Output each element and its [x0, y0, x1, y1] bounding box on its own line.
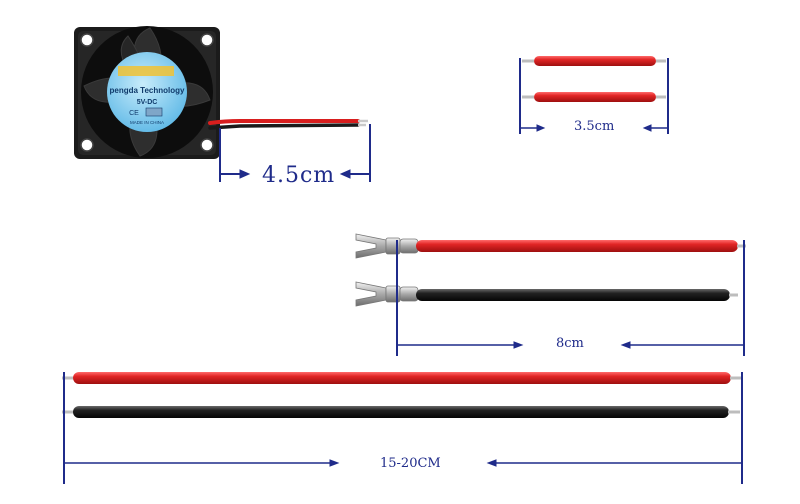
- long-wire-black: [62, 406, 740, 418]
- short-wire-length-label: 3.5cm: [574, 119, 615, 134]
- terminal-wire-length-label: 8cm: [556, 336, 584, 351]
- spade-terminal-icon: [355, 233, 387, 259]
- mount-hole-icon: [200, 138, 214, 152]
- mount-hole-icon: [200, 33, 214, 47]
- mount-hole-icon: [80, 33, 94, 47]
- fan-lead-wires: [208, 119, 368, 130]
- long-wire-length-label: 15-20CM: [380, 456, 441, 471]
- short-wire-pair: [522, 56, 666, 102]
- short-wire-dimension: [519, 58, 669, 134]
- fan-lead-length-label: 4.5cm: [262, 163, 336, 188]
- long-wire-red: [62, 372, 742, 384]
- cooling-fan: pengda Technology 5V-DC CE MADE IN CHINA: [74, 26, 220, 159]
- sticker-origin: MADE IN CHINA: [130, 120, 164, 125]
- spade-terminal-icon: [355, 281, 387, 307]
- sticker-brand: pengda Technology: [110, 86, 186, 95]
- sticker-voltage: 5V-DC: [137, 99, 158, 106]
- terminal-wire-dimension: [396, 240, 745, 356]
- long-wire-dimension: [63, 372, 743, 484]
- terminal-wire-red: [355, 233, 746, 259]
- sticker-ce: CE: [129, 110, 139, 117]
- terminal-wire-black: [355, 281, 738, 307]
- mount-hole-icon: [80, 138, 94, 152]
- fan-lead-dimension: [219, 124, 371, 182]
